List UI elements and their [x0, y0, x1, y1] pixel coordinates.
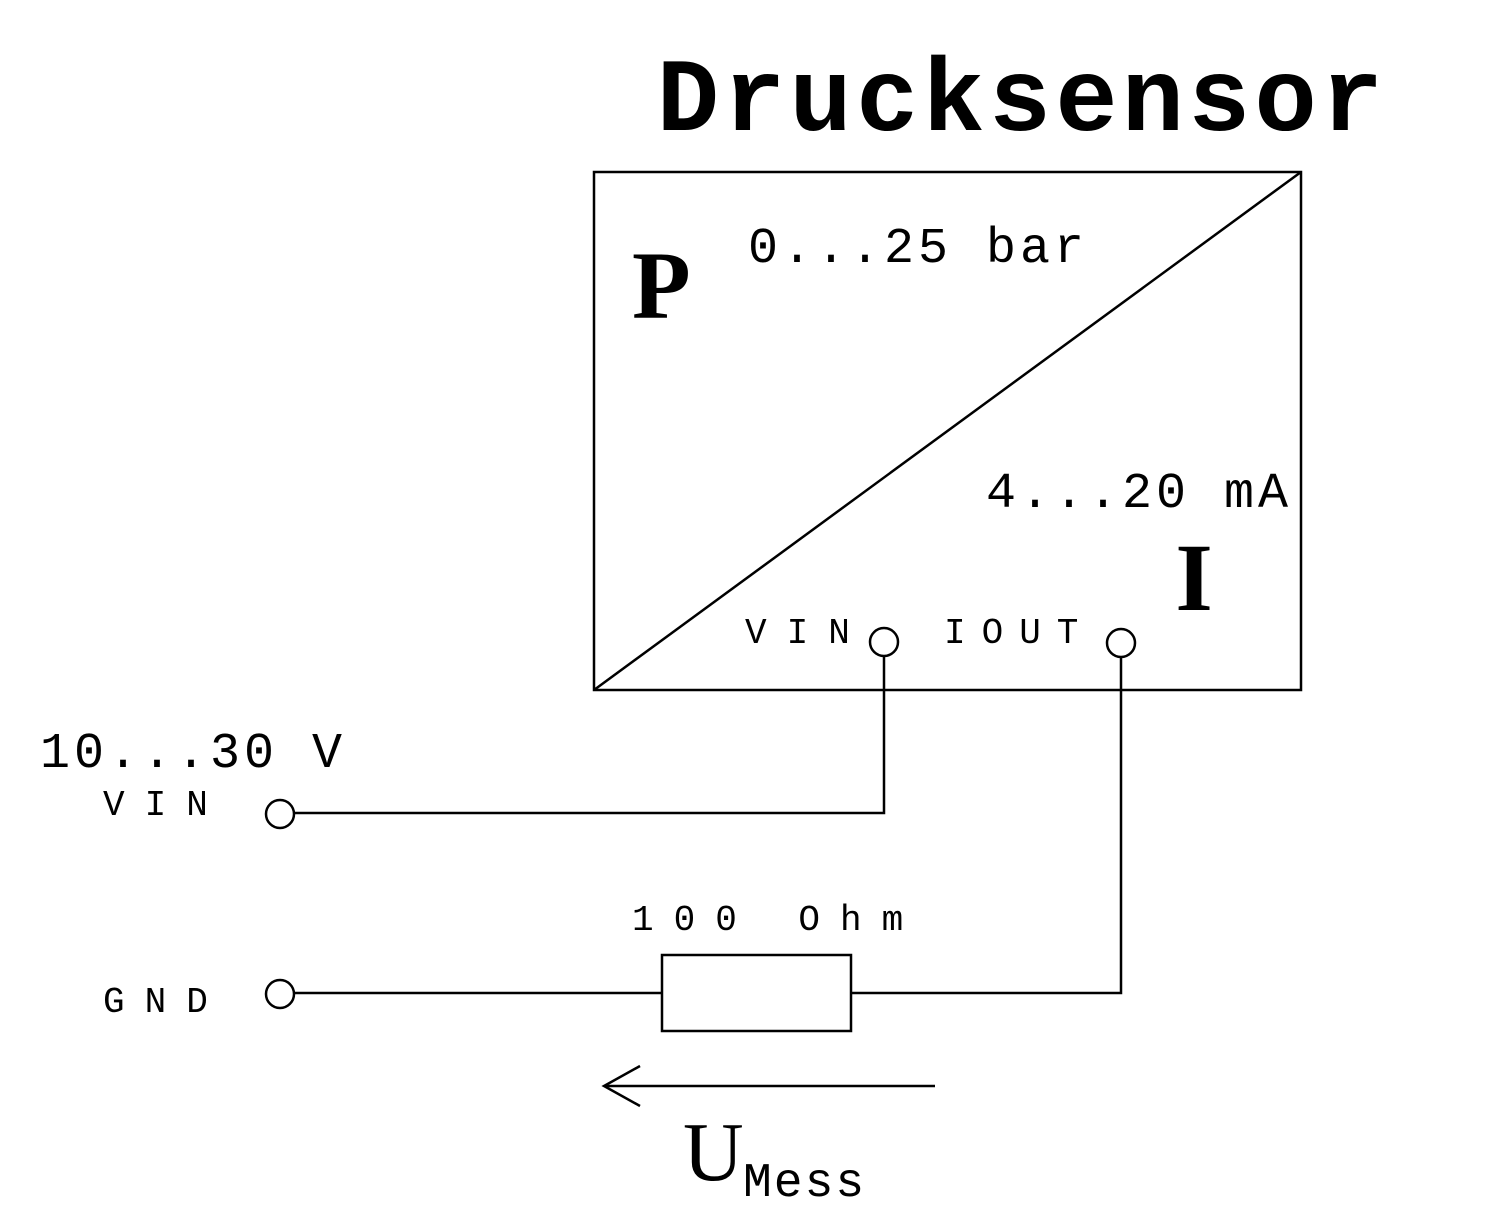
vin-wire: [295, 656, 886, 815]
supply-voltage-label: 10...30 V: [40, 726, 346, 783]
diagram-title: Drucksensor: [657, 44, 1388, 162]
supply-gnd-label: GND: [103, 982, 228, 1023]
measurement-arrow-head: [601, 1064, 641, 1108]
sensor-vin-terminal: [868, 626, 900, 658]
measurement-symbol: U: [683, 1106, 744, 1199]
pressure-symbol: P: [632, 232, 691, 339]
sensor-pin-iout-label: IOUT: [944, 613, 1094, 654]
current-symbol: I: [1175, 524, 1212, 631]
iout-wire: [851, 658, 1123, 995]
supply-vin-terminal: [264, 798, 296, 830]
sensor-diagonal: [593, 170, 1302, 692]
sensor-iout-terminal: [1105, 627, 1137, 659]
resistor-label: 100 Ohm: [632, 900, 923, 941]
measurement-subscript: Mess: [743, 1157, 866, 1211]
pressure-range: 0...25 bar: [748, 221, 1088, 278]
resistor-body: [660, 953, 853, 1033]
sensor-pin-vin-label: VIN: [745, 613, 870, 654]
supply-vin-label: VIN: [103, 785, 228, 826]
sensor-box: [592, 170, 1303, 692]
current-range: 4...20 mA: [986, 466, 1292, 523]
supply-gnd-terminal: [264, 978, 296, 1010]
